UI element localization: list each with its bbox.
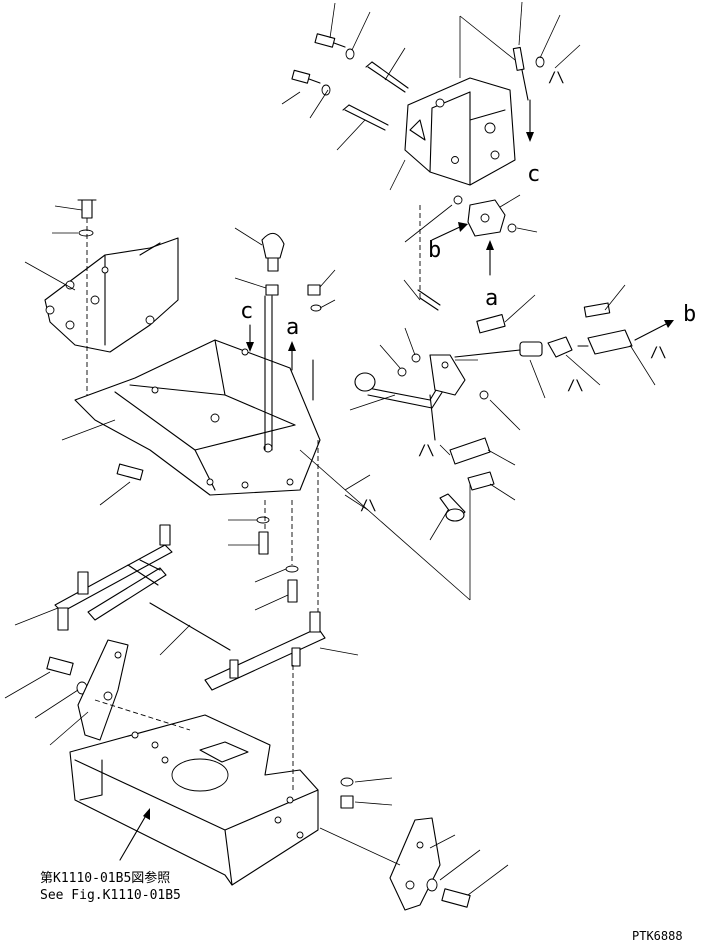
arrow-label-b-right: b bbox=[683, 302, 696, 327]
arrow-label-c-center: c bbox=[240, 299, 253, 324]
left-side-bracket bbox=[24, 199, 179, 400]
center-control-box bbox=[61, 227, 471, 615]
count-mark-1: /\ bbox=[548, 70, 565, 86]
arrow-label-b-left: b bbox=[428, 238, 441, 263]
arrow-labels: c b a b c a bbox=[240, 162, 696, 340]
arrow-label-c-top: c bbox=[527, 162, 540, 187]
arrow-label-a-right: a bbox=[485, 286, 498, 311]
part-count-marks: /\ /\ /\ /\ /\ bbox=[360, 70, 667, 514]
drawing-number: PTK6888 bbox=[632, 929, 683, 943]
count-mark-4: /\ bbox=[360, 498, 377, 514]
base-plate bbox=[69, 665, 401, 886]
upper-bracket-assembly bbox=[281, 1, 581, 276]
arrow-label-a-center: a bbox=[286, 315, 299, 340]
right-lever-parts bbox=[344, 205, 674, 541]
count-mark-5: /\ bbox=[418, 443, 435, 459]
lower-linkages bbox=[4, 524, 509, 911]
count-mark-2: /\ bbox=[567, 378, 584, 394]
count-mark-3: /\ bbox=[650, 345, 667, 361]
reference-note-english: See Fig.K1110-01B5 bbox=[40, 888, 181, 903]
reference-note-japanese: 第K1110-01B5図参照 bbox=[40, 871, 171, 886]
